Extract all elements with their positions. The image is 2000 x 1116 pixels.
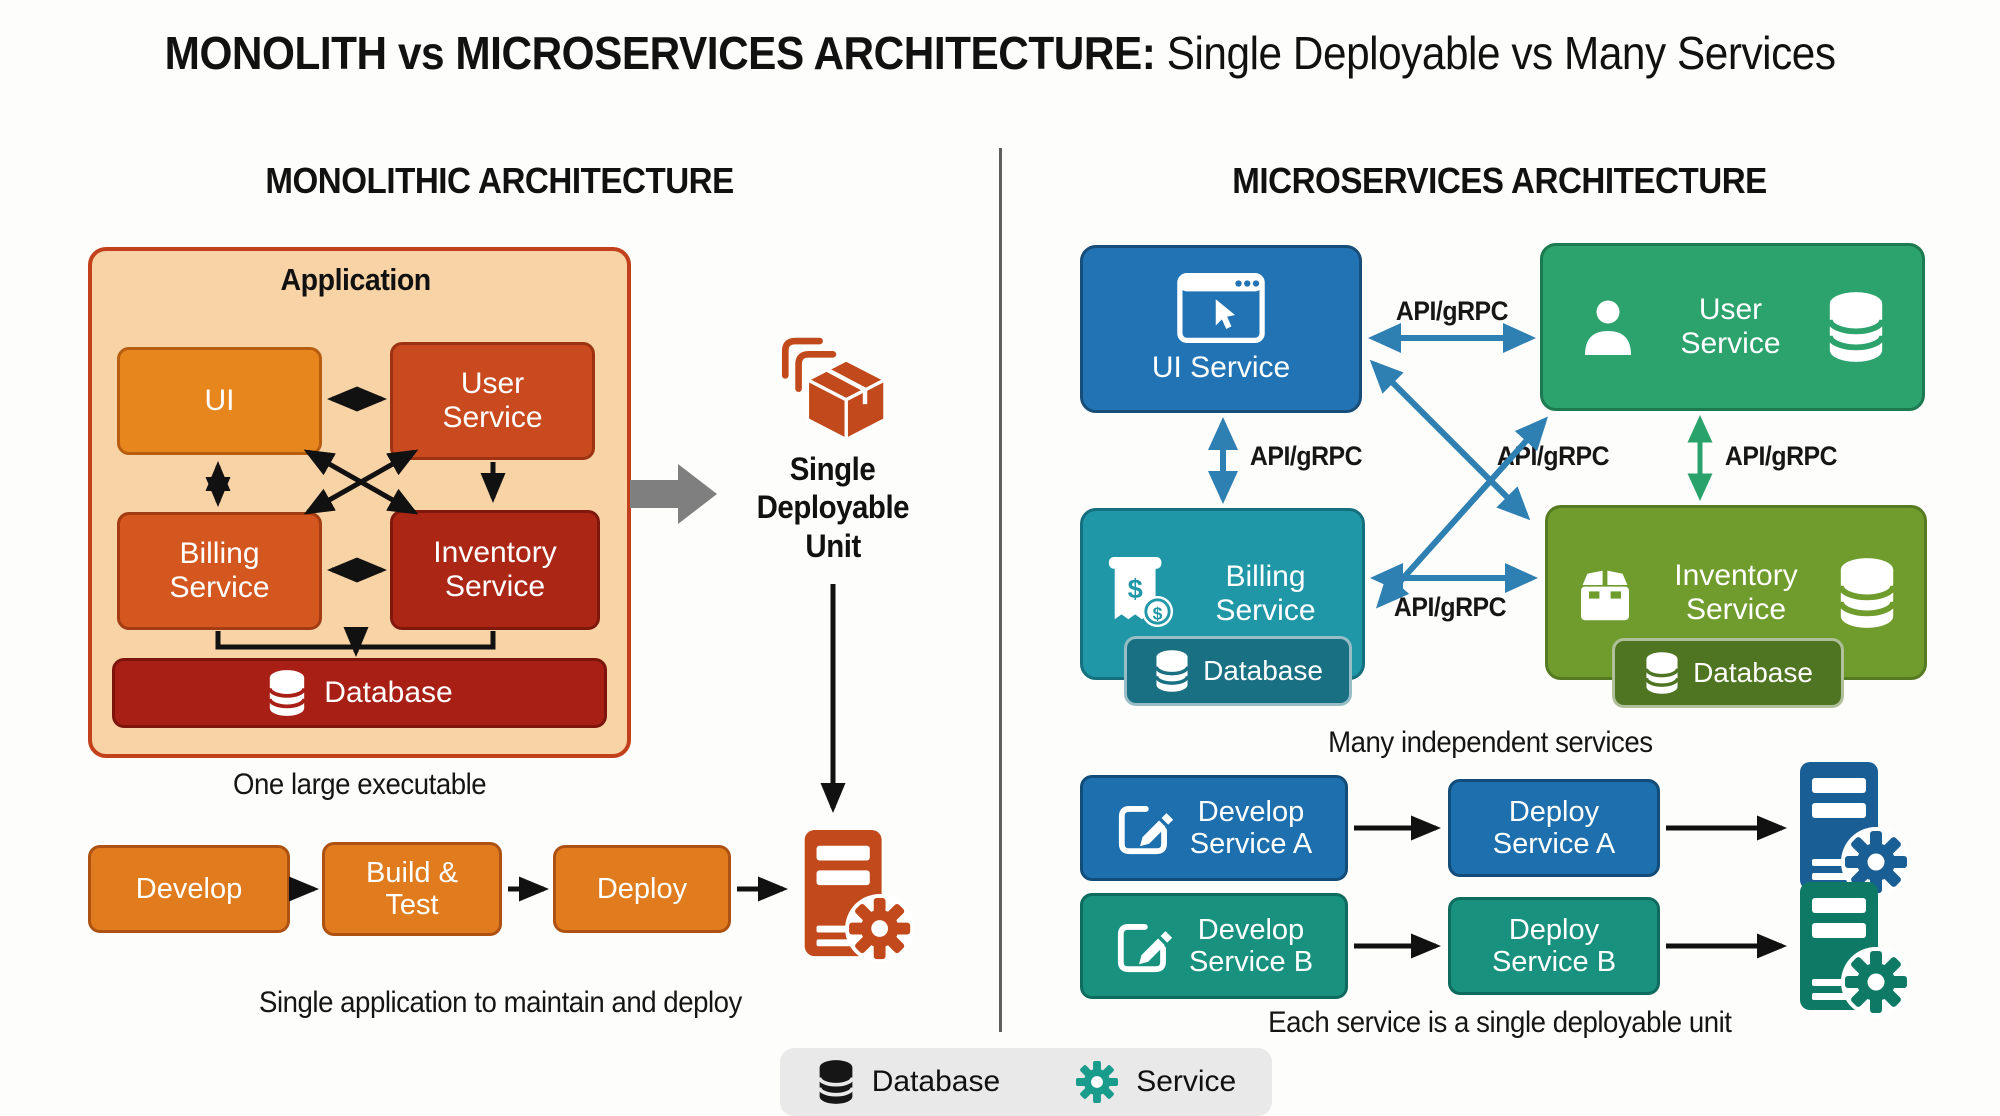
monolith-billing-label: Billing Service <box>169 537 270 604</box>
database-icon <box>266 668 308 718</box>
legend-database-item: Database <box>816 1058 1000 1106</box>
block-arrow-right <box>630 464 717 524</box>
inventory-box-icon <box>1573 561 1637 625</box>
billing-database-label: Database <box>1203 655 1323 687</box>
database-icon <box>1824 283 1888 371</box>
inventory-database-box: Database <box>1612 638 1844 708</box>
database-icon <box>1153 648 1191 694</box>
section-divider <box>999 148 1002 1032</box>
legend-service-label: Service <box>1136 1065 1237 1098</box>
monolith-database-label: Database <box>324 676 453 710</box>
inventory-database-label: Database <box>1693 657 1813 689</box>
edit-icon <box>1116 799 1174 857</box>
database-icon <box>1835 548 1899 638</box>
ui-service-label: UI Service <box>1151 351 1291 385</box>
server-gear-icon <box>795 826 913 966</box>
monolith-caption-pipeline: Single application to maintain and deplo… <box>258 986 742 1019</box>
inventory-service-label: Inventory Service <box>1674 558 1798 626</box>
monolith-user-service-box: User Service <box>390 342 595 460</box>
microservices-section-header: MICROSERVICES ARCHITECTURE <box>1232 160 1768 201</box>
application-label: Application <box>280 262 431 297</box>
user-service-label: User Service <box>1680 293 1781 360</box>
legend-database-label: Database <box>871 1065 1001 1098</box>
user-service-box: User Service <box>1540 243 1925 411</box>
server-gear-icon-b <box>1793 878 1907 1020</box>
browser-cursor-icon <box>1177 273 1265 343</box>
single-deployable-unit-label: Single Deployable Unit <box>756 451 910 564</box>
build-test-box: Build & Test <box>322 842 502 936</box>
build-test-label: Build & Test <box>366 856 458 921</box>
edit-icon <box>1115 917 1173 975</box>
monolith-inventory-label: Inventory Service <box>433 536 557 603</box>
api-grpc-label-right: API/gRPC <box>1724 441 1838 471</box>
monolith-inventory-service-box: Inventory Service <box>390 510 600 630</box>
microservices-caption-services: Many independent services <box>1327 726 1653 759</box>
ui-service-box: UI Service <box>1080 245 1362 413</box>
develop-label: Develop <box>135 872 243 905</box>
api-grpc-label-middle: API/gRPC <box>1496 441 1610 471</box>
api-grpc-label-bottom: API/gRPC <box>1393 592 1507 622</box>
package-icon <box>772 320 896 444</box>
person-icon <box>1578 297 1638 357</box>
monolith-section-header: MONOLITHIC ARCHITECTURE <box>265 160 735 201</box>
monolith-billing-service-box: Billing Service <box>117 512 322 630</box>
page-title-secondary: Single Deployable vs Many Services <box>1155 27 1836 79</box>
deploy-label: Deploy <box>596 872 688 905</box>
page-title: MONOLITH vs MICROSERVICES ARCHITECTURE: … <box>0 26 2000 80</box>
develop-box: Develop <box>88 845 290 933</box>
legend-service-item: Service <box>1074 1059 1236 1105</box>
monolith-database-bar: Database <box>112 658 607 728</box>
api-grpc-label-top: API/gRPC <box>1395 296 1509 326</box>
gear-icon <box>1074 1059 1120 1105</box>
api-grpc-label-left: API/gRPC <box>1249 441 1363 471</box>
microservices-caption-deploy: Each service is a single deployable unit <box>1268 1006 1732 1039</box>
database-icon <box>816 1058 856 1106</box>
monolith-ui-label: UI <box>204 384 235 418</box>
monolith-ui-box: UI <box>117 347 322 455</box>
monolith-user-label: User Service <box>442 367 543 434</box>
billing-database-box: Database <box>1124 636 1352 706</box>
legend: Database Service <box>780 1048 1272 1116</box>
billing-service-label: Billing Service <box>1215 560 1316 627</box>
billing-receipt-icon <box>1105 555 1175 633</box>
page-title-primary: MONOLITH vs MICROSERVICES ARCHITECTURE: <box>164 27 1156 79</box>
database-icon <box>1643 650 1681 696</box>
monolith-caption-executable: One large executable <box>233 768 487 801</box>
deploy-box: Deploy <box>553 845 731 933</box>
